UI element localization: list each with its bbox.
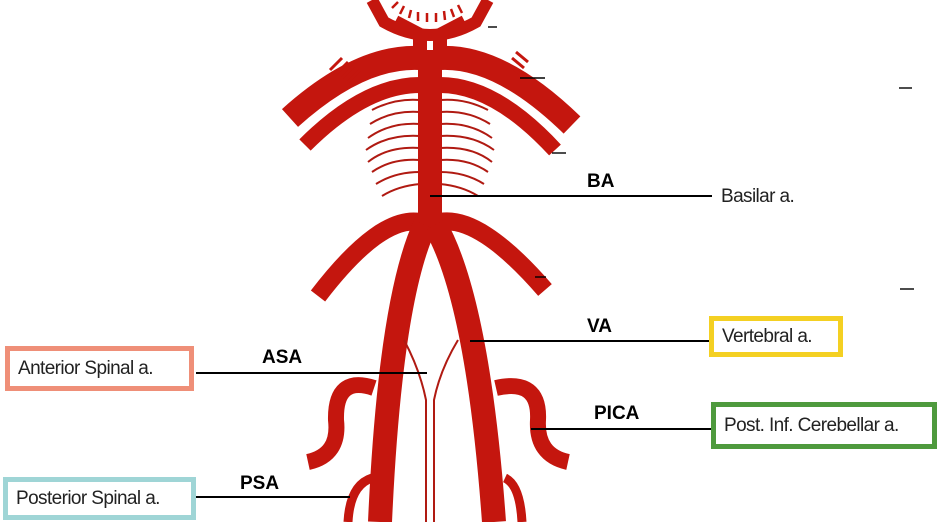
leader-lines xyxy=(196,195,712,498)
pica-loops xyxy=(305,377,571,470)
label-anterior-spinal: Anterior Spinal a. xyxy=(18,358,154,379)
abbr-pica: PICA xyxy=(594,403,640,424)
superior-cerebellar-arteries xyxy=(281,15,581,156)
label-vertebral-box: Vertebral a. xyxy=(709,316,843,357)
vertebral-arteries xyxy=(368,219,506,522)
label-pica: Post. Inf. Cerebellar a. xyxy=(724,415,899,436)
label-basilar: Basilar a. xyxy=(721,186,795,207)
abbr-va: VA xyxy=(587,316,612,337)
anterior-spinal-artery xyxy=(403,339,459,522)
pontine-branches xyxy=(365,98,495,197)
label-posterior-spinal-box: Posterior Spinal a. xyxy=(3,477,196,520)
label-posterior-spinal: Posterior Spinal a. xyxy=(16,488,160,509)
circle-of-willis-segment xyxy=(366,0,494,41)
label-anterior-spinal-box: Anterior Spinal a. xyxy=(5,346,194,391)
abbr-ba: BA xyxy=(587,171,615,192)
abbr-asa: ASA xyxy=(262,347,302,368)
anterior-inferior-cerebellar-arteries xyxy=(310,212,552,302)
posterior-spinal-arteries xyxy=(343,473,527,522)
label-vertebral: Vertebral a. xyxy=(722,326,813,347)
label-pica-box: Post. Inf. Cerebellar a. xyxy=(711,402,937,449)
abbr-psa: PSA xyxy=(240,473,279,494)
basilar-artery-trunk xyxy=(418,50,442,230)
